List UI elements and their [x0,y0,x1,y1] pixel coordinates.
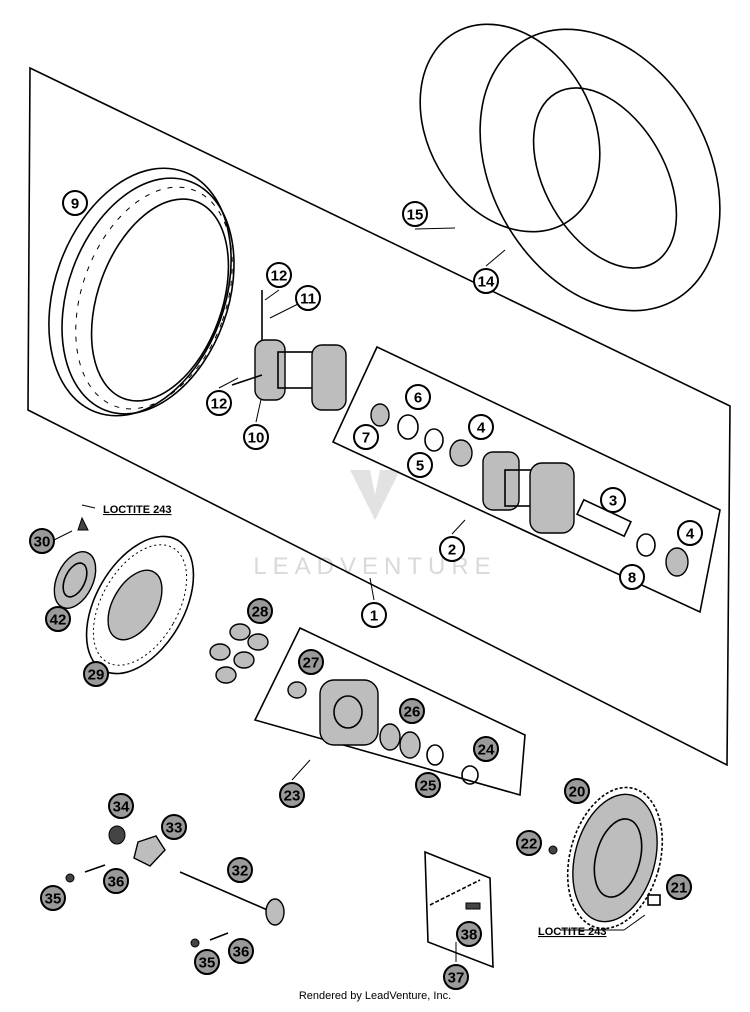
svg-text:10: 10 [248,430,265,447]
svg-text:33: 33 [166,820,183,837]
svg-text:4: 4 [686,526,695,543]
svg-text:25: 25 [420,778,437,795]
callout-32: 32 [227,857,253,883]
callout-29a: 29 [83,661,109,687]
svg-text:3: 3 [609,493,617,510]
callout-28a: 28 [247,598,273,624]
svg-text:34: 34 [113,799,130,816]
callout-4b: 4 [677,520,703,546]
callout-15: 15 [402,201,428,227]
chain [429,879,481,910]
callout-7: 7 [353,424,379,450]
svg-text:22: 22 [521,836,538,853]
svg-text:35: 35 [45,891,62,908]
svg-text:23: 23 [284,788,301,805]
svg-text:15: 15 [407,207,424,224]
callout-10: 10 [243,424,269,450]
callout-35b: 35 [194,949,220,975]
loctite-note-top: LOCTITE 243 [103,504,171,516]
callout-1: 1 [361,602,387,628]
hub-bearings [370,403,689,577]
svg-text:2: 2 [448,542,456,559]
callout-36a: 36 [103,868,129,894]
leader-lines [51,227,646,962]
callout-25: 25 [415,772,441,798]
callout-36b: 36 [228,938,254,964]
svg-text:37: 37 [448,970,465,987]
main-assembly-frame [27,66,731,767]
svg-text:29: 29 [88,667,105,684]
callout-21: 21 [666,874,692,900]
svg-text:21: 21 [671,880,688,897]
brake-disc [53,516,195,675]
callout-3: 3 [600,487,626,513]
svg-text:38: 38 [461,927,478,944]
callout-8: 8 [619,564,645,590]
svg-text:9: 9 [71,196,79,213]
hub-with-spokes [231,290,347,411]
callout-4a: 4 [468,414,494,440]
loctite-note-bottom: LOCTITE 243 [538,926,606,938]
svg-text:26: 26 [404,704,421,721]
svg-text:8: 8 [628,570,636,587]
sprocket-carrier [287,679,479,785]
svg-text:36: 36 [233,944,250,961]
callout-6: 6 [405,384,431,410]
axle-hardware [65,825,285,948]
callout-12b: 12 [206,390,232,416]
svg-text:4: 4 [477,420,486,437]
svg-text:35: 35 [199,955,216,972]
watermark-logo-icon [350,470,400,520]
svg-text:12: 12 [271,268,288,285]
callout-20: 20 [564,778,590,804]
callout-22: 22 [516,830,542,856]
svg-text:36: 36 [108,874,125,891]
svg-text:11: 11 [300,291,316,308]
callout-27: 27 [298,649,324,675]
tire [419,23,721,312]
svg-text:14: 14 [478,274,495,291]
rubber-dampers [209,623,269,684]
callout-11: 11 [295,285,321,311]
callout-2: 2 [439,536,465,562]
callout-33: 33 [161,814,187,840]
callout-34: 34 [108,793,134,819]
rear-sprocket [548,786,664,930]
callout-23: 23 [279,782,305,808]
rim [48,167,235,417]
svg-text:27: 27 [303,655,320,672]
footer-credit: Rendered by LeadVenture, Inc. [298,990,452,1002]
svg-text:28: 28 [252,604,269,621]
svg-text:1: 1 [370,608,378,625]
callout-42: 42 [45,606,71,632]
svg-text:6: 6 [414,390,422,407]
svg-text:12: 12 [211,396,228,413]
carrier-assembly-frame [253,626,526,797]
svg-text:7: 7 [362,430,370,447]
callout-9: 9 [62,190,88,216]
hub-assembly-frame [331,345,721,614]
callout-14: 14 [473,268,499,294]
callout-12a: 12 [266,262,292,288]
callout-35a: 35 [40,885,66,911]
svg-text:24: 24 [478,742,495,759]
svg-text:5: 5 [416,458,424,475]
callout-24: 24 [473,736,499,762]
svg-text:30: 30 [34,534,51,551]
callout-5: 5 [407,452,433,478]
chain-assembly-frame [424,850,494,969]
callout-37: 37 [443,964,469,990]
callout-38: 38 [456,921,482,947]
svg-text:42: 42 [50,612,67,629]
callout-30: 30 [29,528,55,554]
svg-text:32: 32 [232,863,249,880]
callout-26: 26 [399,698,425,724]
svg-text:20: 20 [569,784,586,801]
